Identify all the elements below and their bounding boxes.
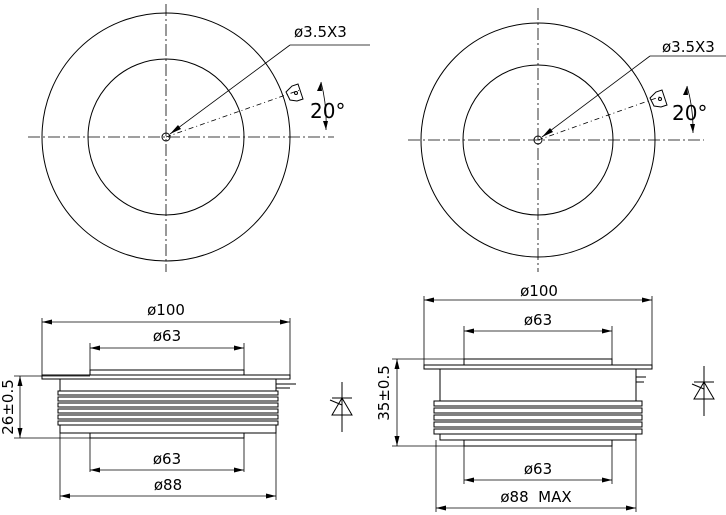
left-housing-dia-label: ø88: [154, 476, 182, 494]
left-top-view: ø3.5X3 20°: [28, 4, 370, 272]
right-ceramic-ribs: [433, 400, 643, 441]
right-flange: [423, 364, 653, 370]
right-angle-label: 20°: [672, 101, 707, 125]
left-angle-arrow: [323, 121, 328, 130]
right-thyristor-symbol: [691, 366, 715, 416]
right-angle-arrow-2: [683, 86, 688, 95]
left-housing-upper: [59, 378, 277, 392]
right-bottom-electrode: [463, 439, 613, 447]
right-side-view: ø100 ø63 35±0.5: [375, 282, 715, 512]
left-angle-label: 20°: [310, 99, 345, 123]
right-top-electrode-label: ø63: [524, 311, 552, 329]
left-thyristor-symbol: [329, 382, 353, 432]
left-bottom-electrode-label: ø63: [153, 450, 181, 468]
right-top-electrode: [463, 358, 613, 366]
left-top-electrode-label: ø63: [153, 327, 181, 345]
right-angle-arrow: [690, 124, 695, 133]
right-leader-arrow: [542, 128, 553, 137]
left-hole-leader: [169, 44, 291, 135]
right-gate-terminal: [649, 89, 668, 108]
right-gate-angle-line: [537, 95, 663, 141]
left-hole-label: ø3.5X3: [294, 23, 347, 41]
right-bottom-electrode-label: ø63: [524, 460, 552, 478]
left-bottom-electrode: [89, 432, 245, 439]
left-outer-dia-label: ø100: [147, 301, 185, 319]
right-height-label: 35±0.5: [375, 365, 393, 421]
left-side-view: ø100 ø63 26±0.5: [0, 301, 353, 500]
right-outer-dia-label: ø100: [520, 282, 558, 300]
left-top-electrode: [89, 369, 245, 376]
right-housing-dia-label: ø88 MAX: [500, 488, 571, 506]
left-leader-arrow: [170, 125, 181, 134]
left-angle-arrow-2: [317, 82, 322, 91]
left-height-label: 26±0.5: [0, 379, 17, 435]
right-hole-leader: [541, 55, 651, 138]
left-ceramic-ribs: [57, 390, 279, 434]
right-top-view: ø3.5X3 20°: [408, 8, 726, 272]
left-gate-terminal: [285, 83, 304, 102]
right-hole-label: ø3.5X3: [662, 38, 715, 56]
right-housing-upper: [439, 368, 637, 402]
